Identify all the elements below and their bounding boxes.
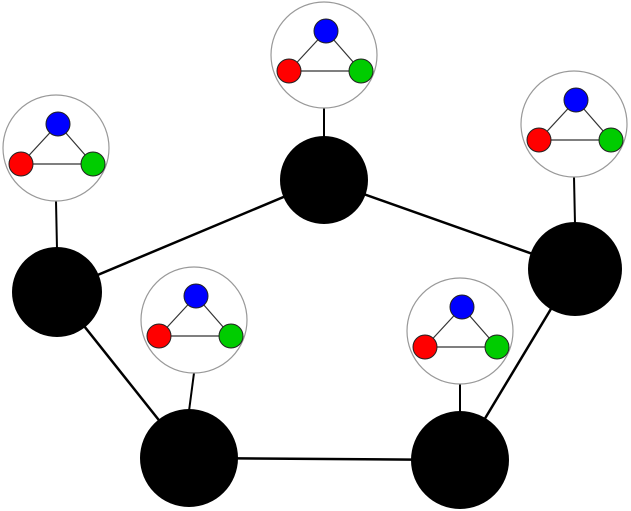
nested-node-left — [276, 58, 302, 84]
nested-graph-right — [520, 70, 628, 178]
nested-graph-bubble — [140, 266, 248, 374]
nested-node-top — [449, 294, 475, 320]
nested-graph-bubble — [270, 1, 378, 109]
nested-graph-bottom-right — [406, 277, 514, 385]
nested-node-right — [80, 151, 106, 177]
nested-node-top — [563, 87, 589, 113]
main-nodes-layer — [12, 136, 622, 509]
nested-node-left — [146, 323, 172, 349]
nested-node-right — [348, 58, 374, 84]
nested-graph-bubble — [2, 94, 110, 202]
nested-node-top — [313, 18, 339, 44]
nested-node-right — [598, 127, 624, 153]
main-node-bottom-right — [411, 411, 509, 509]
nested-graph-bubble — [406, 277, 514, 385]
main-node-left — [12, 247, 102, 337]
nested-node-left — [412, 334, 438, 360]
nested-graph-top-center — [270, 1, 378, 109]
nested-node-right — [484, 334, 510, 360]
nested-node-right — [218, 323, 244, 349]
nested-graph-left — [2, 94, 110, 202]
bubbles-layer — [2, 1, 628, 385]
nested-node-top — [183, 283, 209, 309]
bubble-stem-bottom-left — [188, 372, 195, 412]
bubble-stem-left — [55, 200, 58, 250]
bubble-stems-layer — [55, 108, 576, 413]
nested-node-left — [526, 127, 552, 153]
nested-node-top — [45, 111, 71, 137]
main-node-top-center — [280, 136, 368, 224]
main-node-bottom-left — [140, 409, 238, 507]
nested-node-left — [8, 151, 34, 177]
nested-graph-bottom-left — [140, 266, 248, 374]
main-edge-left-top-center — [56, 178, 325, 294]
bubble-stem-right — [573, 176, 576, 225]
main-node-right — [528, 222, 622, 316]
nested-graph-bubble — [520, 70, 628, 178]
